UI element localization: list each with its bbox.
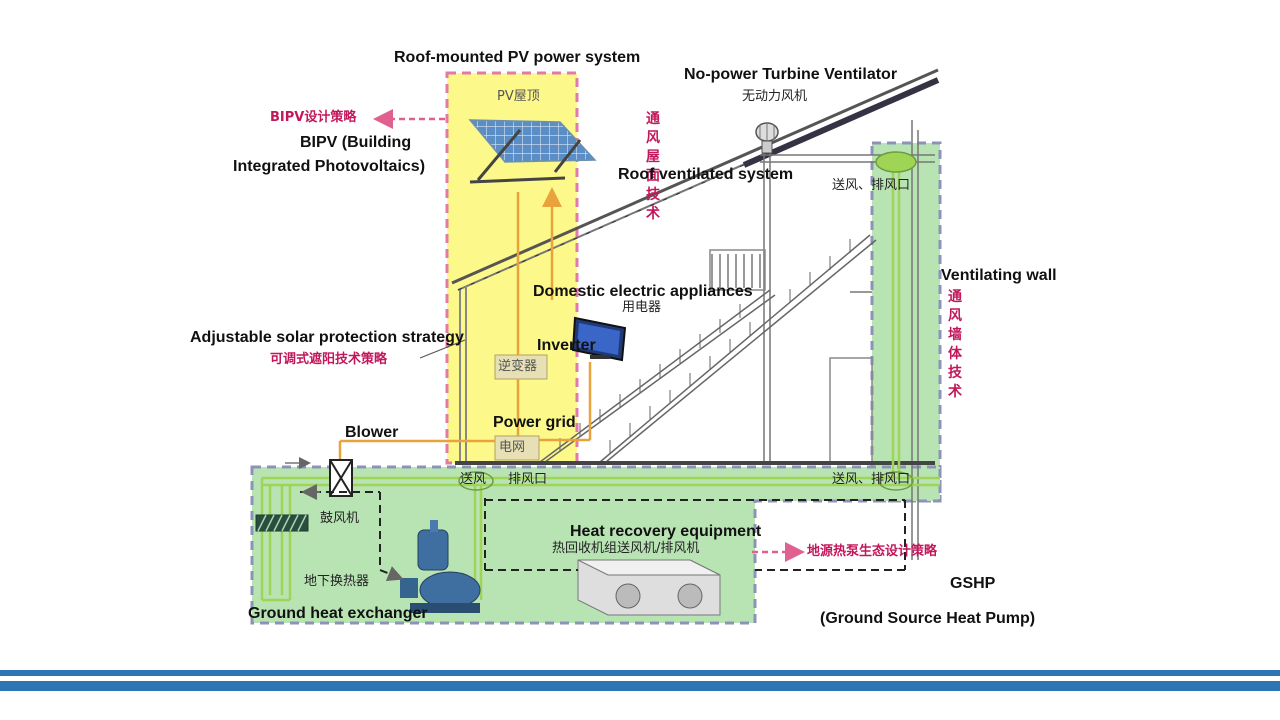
ventilating-wall-zone — [872, 143, 940, 501]
heat-recovery-unit-icon — [578, 560, 720, 615]
heat-recovery-label-en: Heat recovery equipment — [570, 523, 761, 541]
bipv-strategy-label: BIPV设计策略 — [270, 111, 356, 126]
footer-stripe-top — [0, 670, 1280, 676]
pv-roof-label: PV屋顶 — [497, 90, 540, 105]
bipv-line1: BIPV (Building — [300, 134, 411, 152]
bipv-line2: Integrated Photovoltaics) — [233, 158, 425, 176]
blower-label-zh: 鼓风机 — [320, 512, 359, 527]
gshp-strategy-label: 地源热泵生态设计策略 — [807, 545, 937, 560]
ground-hx-label-zh: 地下换热器 — [304, 575, 369, 590]
gshp-full-label: (Ground Source Heat Pump) — [820, 610, 1035, 628]
turbine-label-zh: 无动力风机 — [742, 90, 807, 105]
inverter-label-zh: 逆变器 — [498, 360, 537, 375]
roof-vent-label-en: Roof ventilated system — [618, 166, 793, 184]
roof-pv-title: Roof-mounted PV power system — [394, 49, 640, 67]
ground-coil-icon — [256, 515, 308, 531]
blower-damper-icon — [330, 460, 352, 496]
turbine-label-en: No-power Turbine Ventilator — [684, 66, 897, 84]
heat-recovery-label-zh: 热回收机组送风机/排风机 — [552, 542, 699, 557]
wall-vent-tech-label: 通风墙体技术 — [947, 288, 963, 402]
appliances-label-en: Domestic electric appliances — [533, 283, 753, 301]
exhaust-label: 排风口 — [508, 473, 547, 488]
power-grid-label-zh: 电网 — [499, 441, 525, 456]
supply-label: 送风 — [460, 473, 486, 488]
footer-stripe-bottom — [0, 681, 1280, 691]
ventilating-wall-label: Ventilating wall — [941, 267, 1057, 285]
roof-vent-opening — [876, 152, 916, 172]
appliances-label-zh: 用电器 — [622, 301, 661, 316]
solar-protection-label-en: Adjustable solar protection strategy — [190, 329, 464, 347]
solar-protection-label-zh: 可调式遮阳技术策略 — [270, 353, 387, 368]
power-grid-label-en: Power grid — [493, 414, 576, 432]
ground-vent-openings-label: 送风、排风口 — [832, 473, 910, 488]
ground-hx-label-en: Ground heat exchanger — [248, 605, 428, 623]
blower-label-en: Blower — [345, 424, 398, 442]
roof-vent-openings-label: 送风、排风口 — [832, 179, 910, 194]
gshp-label: GSHP — [950, 575, 995, 593]
inverter-label-en: Inverter — [537, 337, 596, 355]
